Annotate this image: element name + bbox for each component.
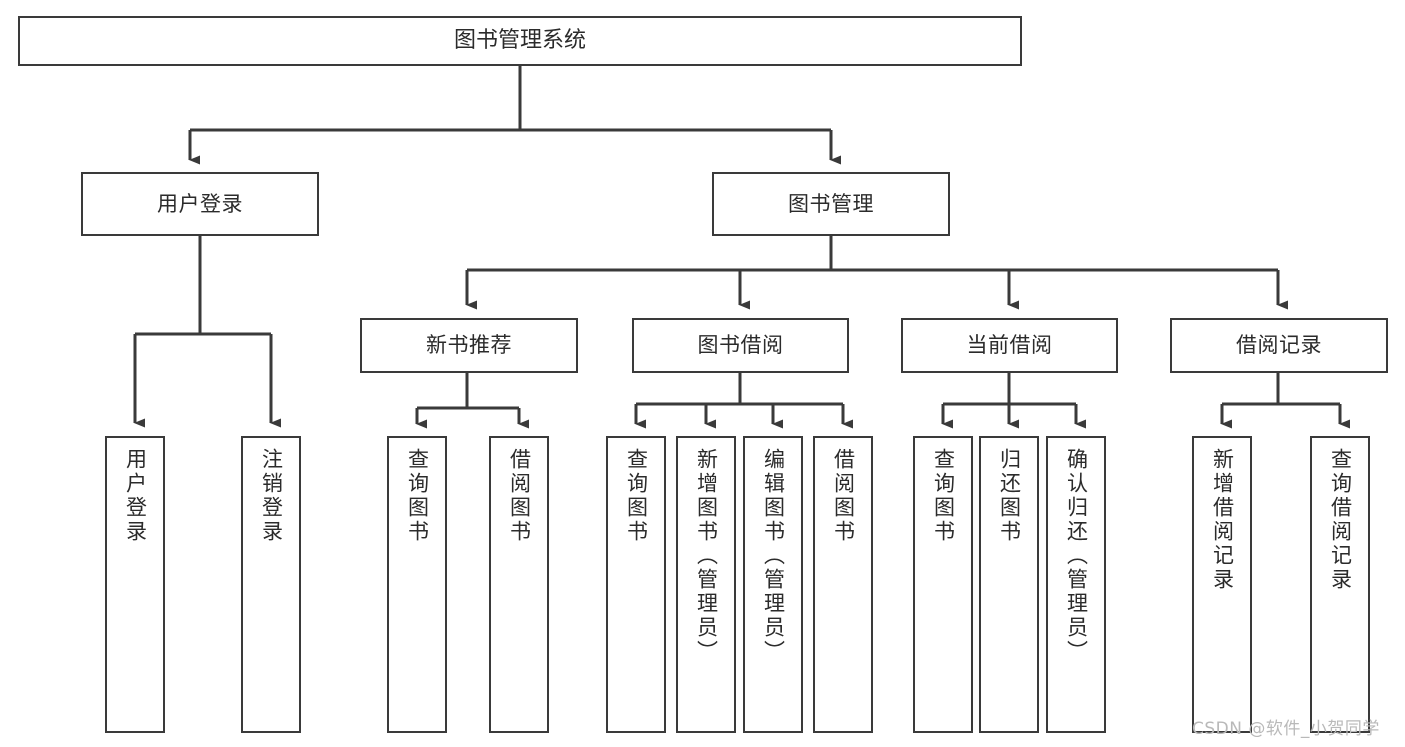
leaf-book-borrow-add-book-admin[interactable]: 新增图书（管理员） [676, 436, 736, 733]
node-book-borrow[interactable]: 图书借阅 [632, 318, 849, 373]
node-new-book-recommend-label: 新书推荐 [426, 333, 512, 358]
node-user-login-label: 用户登录 [157, 191, 243, 216]
leaf-current-borrow-query-book[interactable]: 查询图书 [913, 436, 973, 733]
leaf-label: 新增借阅记录 [1210, 448, 1235, 592]
node-root-book-management-system[interactable]: 图书管理系统 [18, 16, 1022, 66]
leaf-label: 查询图书 [931, 448, 956, 544]
leaf-current-borrow-confirm-return-admin[interactable]: 确认归还（管理员） [1046, 436, 1106, 733]
leaf-book-borrow-edit-book-admin[interactable]: 编辑图书（管理员） [743, 436, 803, 733]
leaf-label: 注销登录 [259, 448, 284, 544]
leaf-new-book-query-book[interactable]: 查询图书 [387, 436, 447, 733]
leaf-label: 查询图书 [624, 448, 649, 544]
leaf-new-book-borrow-book[interactable]: 借阅图书 [489, 436, 549, 733]
node-current-borrow[interactable]: 当前借阅 [901, 318, 1118, 373]
node-current-borrow-label: 当前借阅 [966, 333, 1053, 358]
node-borrow-record-label: 借阅记录 [1236, 333, 1322, 358]
csdn-watermark: CSDN @软件_小贺同学 [1192, 719, 1380, 739]
node-book-borrow-label: 图书借阅 [697, 333, 784, 358]
leaf-label: 新增图书（管理员） [694, 448, 719, 664]
leaf-label: 查询借阅记录 [1328, 448, 1353, 592]
node-user-login[interactable]: 用户登录 [81, 172, 319, 236]
node-new-book-recommend[interactable]: 新书推荐 [360, 318, 578, 373]
leaf-label: 编辑图书（管理员） [761, 448, 786, 664]
leaf-borrow-record-add-record[interactable]: 新增借阅记录 [1192, 436, 1252, 733]
node-root-label: 图书管理系统 [453, 28, 586, 54]
leaf-user-login-logout[interactable]: 注销登录 [241, 436, 301, 733]
leaf-current-borrow-return-book[interactable]: 归还图书 [979, 436, 1039, 733]
leaf-label: 借阅图书 [507, 448, 532, 544]
node-book-management[interactable]: 图书管理 [712, 172, 950, 236]
leaf-label: 查询图书 [405, 448, 430, 544]
leaf-book-borrow-query-book[interactable]: 查询图书 [606, 436, 666, 733]
node-borrow-record[interactable]: 借阅记录 [1170, 318, 1388, 373]
leaf-book-borrow-borrow-book[interactable]: 借阅图书 [813, 436, 873, 733]
leaf-label: 确认归还（管理员） [1064, 448, 1089, 664]
node-book-management-label: 图书管理 [788, 191, 874, 216]
leaf-label: 用户登录 [123, 448, 148, 544]
leaf-borrow-record-query-record[interactable]: 查询借阅记录 [1310, 436, 1370, 733]
leaf-label: 借阅图书 [831, 448, 856, 544]
leaf-user-login-login[interactable]: 用户登录 [105, 436, 165, 733]
leaf-label: 归还图书 [997, 448, 1022, 544]
